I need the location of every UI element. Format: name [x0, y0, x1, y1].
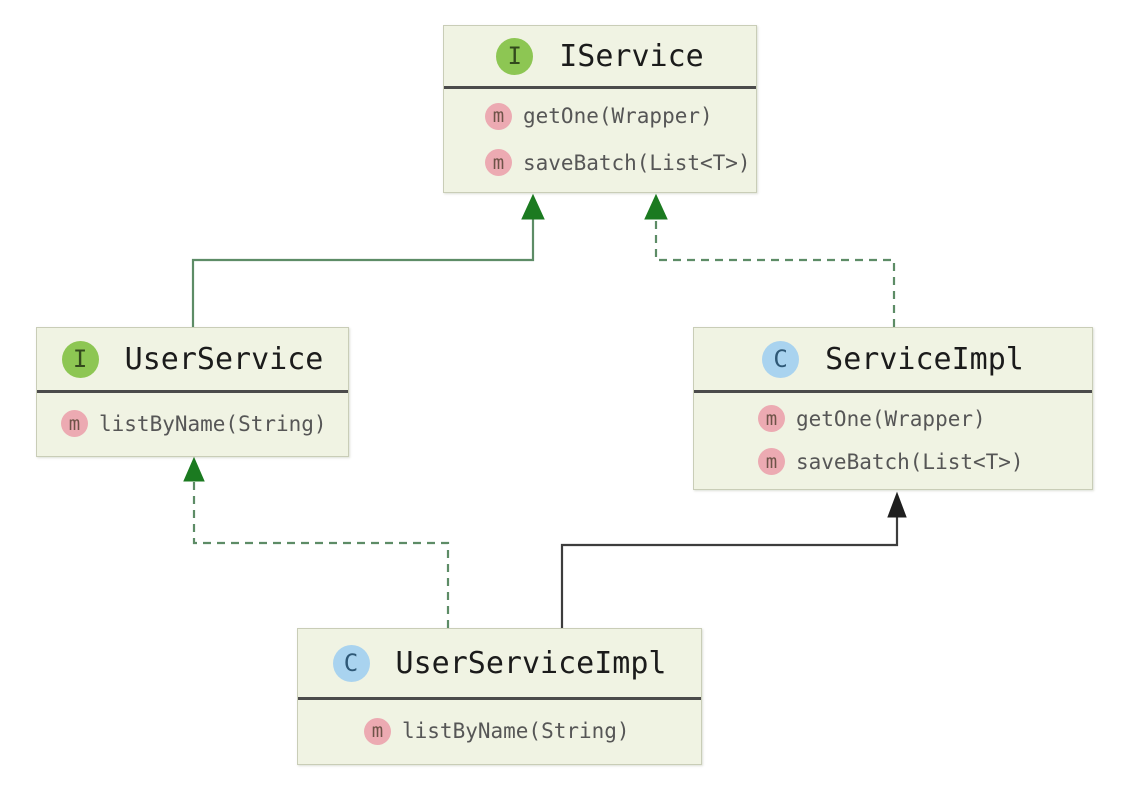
- method-label: saveBatch(List<T>): [796, 449, 1024, 474]
- method-icon: m: [485, 149, 512, 177]
- method-row[interactable]: m saveBatch(List<T>): [758, 448, 1092, 475]
- method-icon: m: [485, 102, 512, 130]
- method-label: listByName(String): [99, 411, 327, 436]
- node-methods: m listByName(String): [37, 393, 348, 456]
- edge-serviceimpl-implements-iservice[interactable]: [644, 193, 896, 327]
- node-title: IService: [559, 38, 704, 74]
- node-methods: m getOne(Wrapper) m saveBatch(List<T>): [694, 393, 1092, 489]
- node-title: UserServiceImpl: [395, 645, 667, 681]
- method-label: getOne(Wrapper): [523, 104, 713, 129]
- method-icon: m: [758, 405, 785, 432]
- triangle-arrowhead-icon: [521, 193, 545, 220]
- edge-userserviceimpl-extends-serviceimpl[interactable]: [560, 491, 907, 628]
- node-methods: m getOne(Wrapper) m saveBatch(List<T>): [444, 89, 756, 192]
- method-icon: m: [61, 410, 88, 437]
- triangle-arrowhead-icon: [183, 456, 205, 482]
- node-divider: [694, 390, 1092, 393]
- class-node-userservice[interactable]: I UserService m listByName(String): [36, 327, 349, 457]
- class-icon: C: [332, 644, 370, 682]
- method-label: listByName(String): [402, 719, 630, 743]
- node-divider: [298, 697, 701, 700]
- interface-icon: I: [61, 340, 99, 378]
- edge-userservice-extends-iservice[interactable]: [191, 193, 545, 327]
- method-label: getOne(Wrapper): [796, 406, 986, 431]
- node-header: I IService: [444, 26, 756, 86]
- class-node-iservice[interactable]: I IService m getOne(Wrapper) m saveBatch…: [443, 25, 757, 193]
- method-row[interactable]: m listByName(String): [364, 717, 701, 745]
- class-node-userserviceimpl[interactable]: C UserServiceImpl m listByName(String): [297, 628, 702, 765]
- triangle-arrowhead-icon: [644, 193, 668, 220]
- method-row[interactable]: m getOne(Wrapper): [485, 102, 756, 130]
- node-title: ServiceImpl: [825, 341, 1024, 377]
- method-row[interactable]: m getOne(Wrapper): [758, 405, 1092, 432]
- interface-icon: I: [496, 37, 534, 75]
- node-header: C UserServiceImpl: [298, 629, 701, 697]
- edge-userserviceimpl-implements-userservice[interactable]: [183, 456, 450, 628]
- node-divider: [444, 86, 756, 89]
- method-label: saveBatch(List<T>): [523, 150, 751, 175]
- method-icon: m: [758, 448, 785, 475]
- method-row[interactable]: m listByName(String): [61, 410, 348, 437]
- class-icon: C: [762, 340, 800, 378]
- node-methods: m listByName(String): [298, 700, 701, 764]
- method-row[interactable]: m saveBatch(List<T>): [485, 149, 756, 177]
- triangle-arrowhead-icon: [887, 491, 907, 518]
- node-divider: [37, 390, 348, 393]
- class-node-serviceimpl[interactable]: C ServiceImpl m getOne(Wrapper) m saveBa…: [693, 327, 1093, 490]
- node-title: UserService: [124, 341, 324, 377]
- node-header: I UserService: [37, 328, 348, 390]
- method-icon: m: [364, 717, 391, 745]
- node-header: C ServiceImpl: [694, 328, 1092, 390]
